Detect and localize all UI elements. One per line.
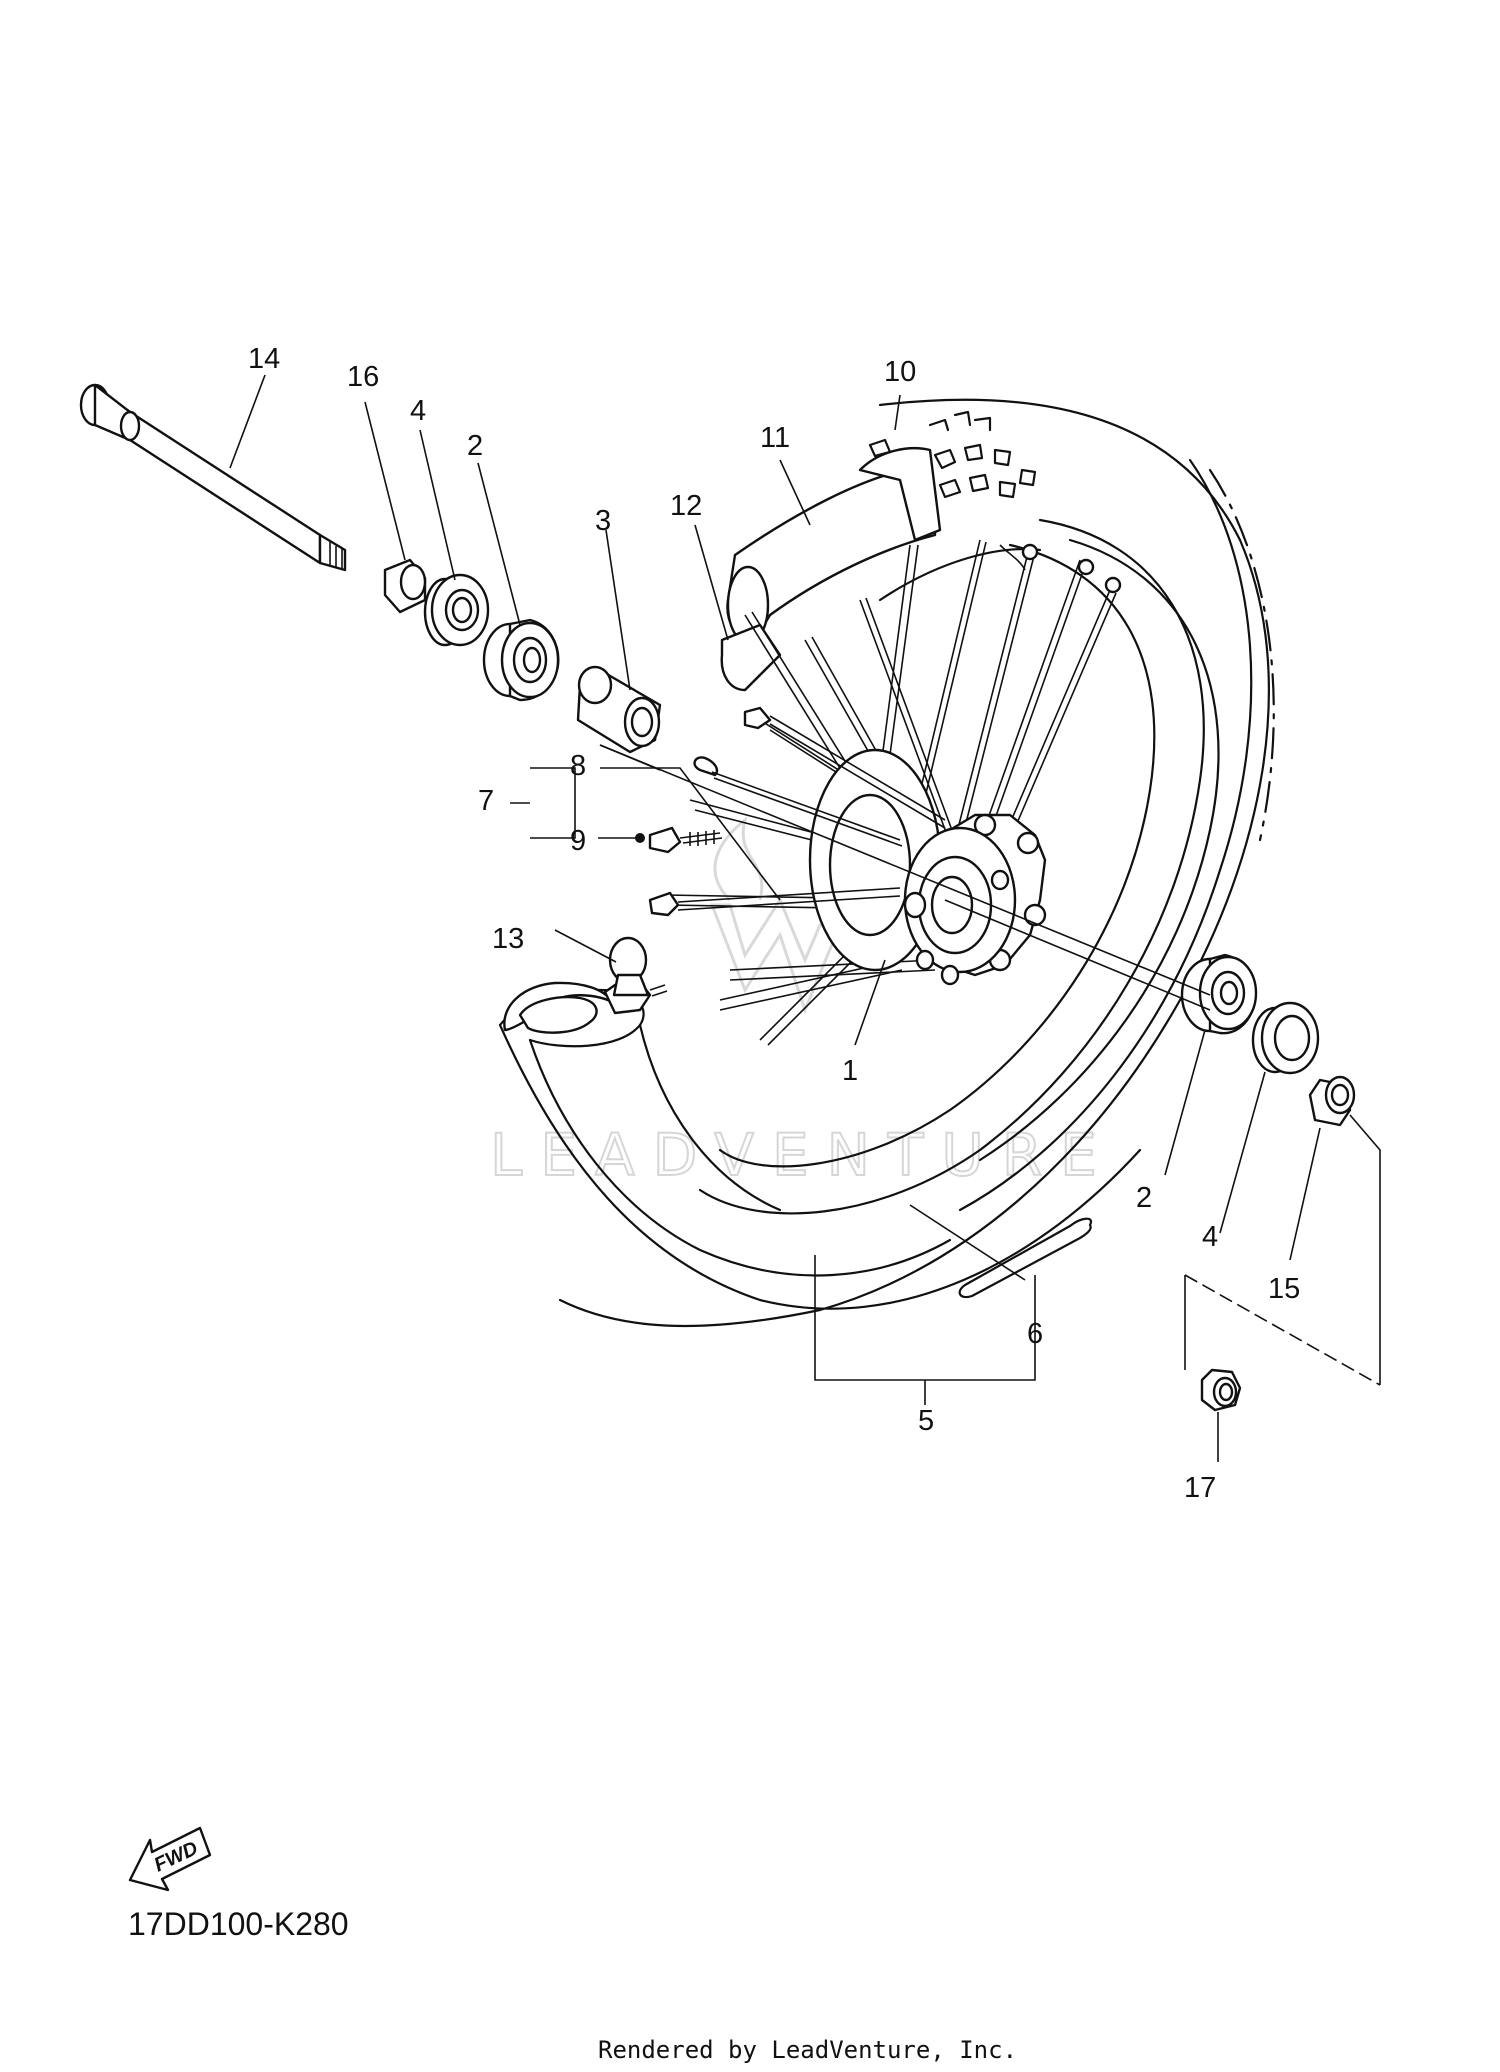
spoke-set (648, 706, 946, 917)
oil-seal-right (1251, 1001, 1320, 1075)
front-axle (79, 383, 347, 572)
callout-6: 6 (1027, 1318, 1043, 1350)
spokes (664, 539, 1122, 1046)
callout-3: 3 (595, 505, 611, 537)
bearing-left (482, 618, 560, 702)
callout-4-right: 4 (1202, 1221, 1218, 1253)
callout-9: 9 (570, 825, 586, 857)
callout-13: 13 (492, 923, 524, 955)
diagram-code: 17DD100-K280 (128, 1906, 349, 1942)
collar-right (1308, 1075, 1356, 1127)
rim-band (720, 447, 942, 692)
callout-5: 5 (918, 1405, 934, 1437)
rim (698, 518, 1220, 1299)
inner-tube (503, 936, 668, 1034)
callout-16: 16 (347, 361, 379, 393)
callout-1: 1 (842, 1055, 858, 1087)
callout-17: 17 (1184, 1472, 1216, 1504)
oil-seal-left (423, 573, 490, 647)
rendered-by-footer: Rendered by LeadVenture, Inc. (598, 2036, 1017, 2064)
bearing-right (1180, 953, 1258, 1035)
tire-knobs (868, 410, 1037, 499)
fwd-arrow: FWD (128, 1826, 212, 1892)
hub (808, 748, 1047, 986)
callout-7: 7 (478, 785, 494, 817)
callout-2-left: 2 (467, 430, 483, 462)
callout-11: 11 (760, 422, 790, 454)
callout-15: 15 (1268, 1273, 1300, 1305)
callout-12: 12 (670, 490, 702, 522)
spacer (576, 665, 662, 754)
callout-8: 8 (570, 750, 586, 782)
leader-lines (229, 374, 1381, 1462)
callout-14: 14 (248, 343, 280, 375)
callout-4-left: 4 (410, 395, 426, 427)
callouts: 14 16 4 2 3 12 11 10 8 7 9 13 1 2 4 15 6… (248, 343, 1300, 1504)
axle-nut (1200, 1368, 1242, 1412)
collar (383, 558, 427, 614)
callout-2-right: 2 (1136, 1182, 1152, 1214)
callout-10: 10 (884, 356, 916, 388)
